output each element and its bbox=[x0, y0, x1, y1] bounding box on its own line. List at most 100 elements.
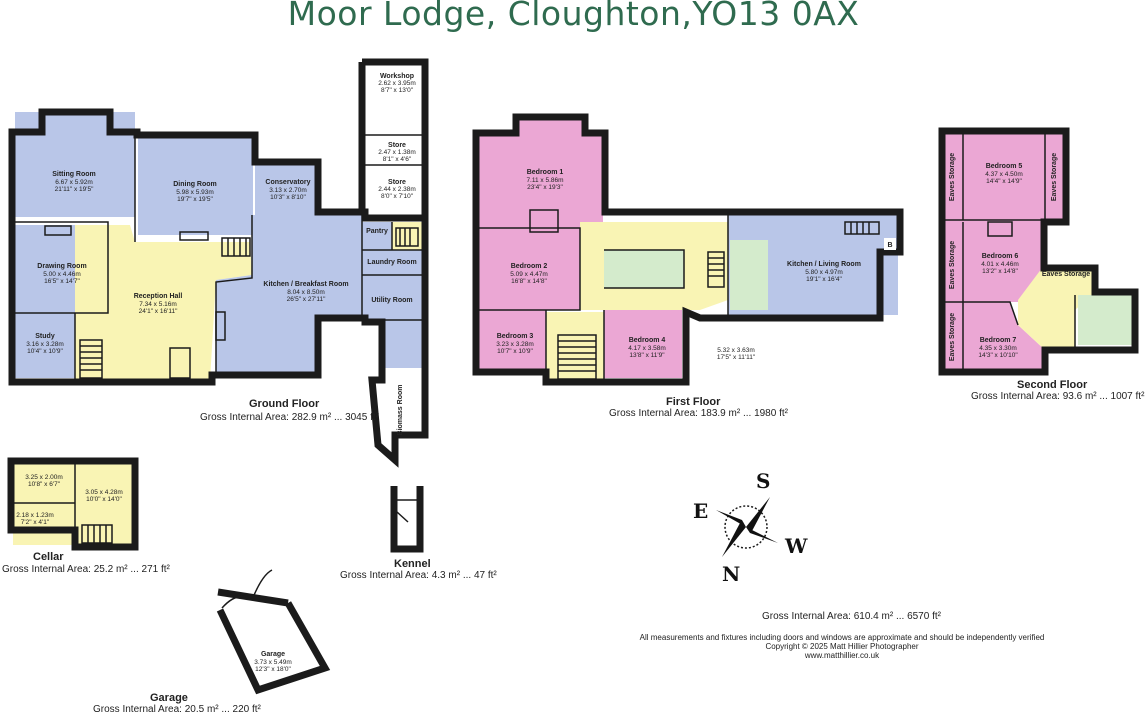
compass-south: S bbox=[756, 469, 770, 493]
sitting-room-size-ft: 21'11" x 19'5" bbox=[55, 186, 94, 193]
eaves-storage-label: Eaves Storage bbox=[949, 313, 956, 361]
bedroom-7-size: 4.35 x 3.30m bbox=[979, 345, 1017, 352]
dining-room-size-ft: 19'7" x 19'5" bbox=[177, 196, 213, 203]
boiler-label: B bbox=[887, 242, 892, 249]
utility-label: Utility Room bbox=[371, 297, 412, 304]
annex-size-ft: 17'5" x 11'11" bbox=[717, 354, 756, 361]
conservatory-size-ft: 10'3" x 8'10" bbox=[270, 194, 306, 201]
bedroom-3-size-ft: 10'7" x 10'9" bbox=[497, 348, 533, 355]
reception-hall-area bbox=[75, 225, 252, 380]
sitting-room-label: Sitting Room bbox=[52, 171, 96, 178]
cellar-steps bbox=[87, 525, 107, 543]
dining-room-size: 5.98 x 5.93m bbox=[176, 189, 214, 196]
conservatory-label: Conservatory bbox=[265, 179, 310, 186]
utility-area bbox=[362, 275, 422, 320]
boiler-box bbox=[884, 238, 896, 250]
conservatory-size: 3.13 x 2.70m bbox=[269, 187, 307, 194]
outbuilding-partitions bbox=[365, 134, 422, 166]
bedroom-3-size: 3.23 x 3.28m bbox=[496, 341, 534, 348]
drawing-room-size-ft: 16'5" x 14'7" bbox=[44, 278, 80, 285]
bedroom-6-size: 4.01 x 4.46m bbox=[981, 261, 1019, 268]
bedroom-5-size-ft: 14'4" x 14'9" bbox=[986, 178, 1022, 185]
biomass-room-label: Biomass Room bbox=[397, 385, 404, 436]
compass-west: W bbox=[784, 534, 808, 558]
first-floor-area: Gross Internal Area: 183.9 m² ... 1980 f… bbox=[609, 408, 789, 419]
kennel-label: Kennel bbox=[394, 558, 431, 570]
page-title: Moor Lodge, Cloughton,YO13 0AX bbox=[287, 0, 860, 33]
reception-hall-size: 7.34 x 5.16m bbox=[139, 301, 177, 308]
garage-doors bbox=[221, 569, 273, 609]
annex-size: 5.32 x 3.63m bbox=[717, 347, 755, 354]
store-size: 2.44 x 2.38m bbox=[378, 186, 416, 193]
cellar-room-size-ft: 7'2" x 4'1" bbox=[21, 519, 50, 526]
store-label: Store bbox=[388, 179, 406, 186]
fireplace bbox=[44, 225, 72, 236]
bedroom-6-area bbox=[944, 220, 1042, 302]
dining-room-label: Dining Room bbox=[173, 181, 217, 188]
bedroom-2-size-ft: 16'8" x 14'8" bbox=[511, 278, 547, 285]
garage-area bbox=[218, 592, 325, 690]
bedroom-5-area bbox=[944, 133, 1064, 220]
website: www.matthillier.co.uk bbox=[804, 651, 880, 660]
bedroom-7-size-ft: 14'3" x 10'10" bbox=[978, 352, 1018, 359]
store-label: Store bbox=[388, 142, 406, 149]
bedroom-6-label: Bedroom 6 bbox=[982, 253, 1019, 260]
second-outer-wall bbox=[938, 127, 1139, 376]
cellar-room-size-ft: 10'8" x 6'7" bbox=[28, 481, 61, 488]
chimney-breast bbox=[529, 209, 559, 233]
garage-plan: Garage 3.73 x 5.49m 12'3" x 18'0" Garage… bbox=[93, 569, 331, 715]
bedroom-1-area bbox=[478, 118, 603, 228]
kitchen-living-label: Kitchen / Living Room bbox=[787, 261, 861, 268]
cellar-room-size-ft: 10'0" x 14'0" bbox=[86, 496, 122, 503]
ground-floor-plan: Sitting Room 6.67 x 5.92m 21'11" x 19'5"… bbox=[8, 58, 429, 468]
store-size-ft: 8'1" x 4'6" bbox=[383, 156, 412, 163]
bedroom-5-label: Bedroom 5 bbox=[986, 163, 1023, 170]
laundry-area bbox=[362, 250, 422, 275]
kitchen-living-size-ft: 19'1" x 16'4" bbox=[806, 276, 842, 283]
bedroom-1-size: 7.11 x 5.86m bbox=[526, 177, 563, 184]
bedroom-5-size: 4.37 x 4.50m bbox=[985, 171, 1023, 178]
kennel-area: Gross Internal Area: 4.3 m² ... 47 ft² bbox=[340, 570, 497, 581]
garage-room-size-ft: 12'3" x 18'0" bbox=[255, 666, 291, 673]
kitchen-label: Kitchen / Breakfast Room bbox=[263, 281, 348, 288]
study-size-ft: 10'4" x 10'9" bbox=[27, 348, 63, 355]
bedroom-3-area bbox=[478, 310, 546, 370]
bedroom-2-label: Bedroom 2 bbox=[511, 263, 548, 270]
cellar-area-text: Gross Internal Area: 25.2 m² ... 271 ft² bbox=[2, 564, 171, 575]
laundry-label: Laundry Room bbox=[367, 259, 416, 266]
reception-hall-label: Reception Hall bbox=[134, 293, 183, 300]
garage-label: Garage bbox=[150, 692, 188, 704]
study-area bbox=[15, 313, 75, 378]
shower-area bbox=[382, 320, 422, 368]
second-partitions bbox=[944, 133, 1076, 370]
kitchen-living-size: 5.80 x 4.97m bbox=[805, 269, 843, 276]
study-label: Study bbox=[35, 333, 55, 340]
bedroom-4-area bbox=[604, 310, 682, 378]
outbuilding-wall bbox=[358, 58, 429, 218]
cellar-plan: 3.25 x 2.00m 10'8" x 6'7" 3.05 x 4.28m 1… bbox=[2, 457, 171, 575]
garage-room-label: Garage bbox=[261, 651, 285, 658]
first-floor-label: First Floor bbox=[666, 396, 721, 408]
bedroom-2-size: 5.09 x 4.47m bbox=[510, 271, 548, 278]
first-stairs bbox=[557, 221, 880, 380]
compass-needle bbox=[716, 510, 746, 527]
conservatory-area bbox=[255, 162, 317, 217]
second-bathroom-area bbox=[1078, 295, 1133, 345]
bedroom-4-size-ft: 13'8" x 11'9" bbox=[629, 352, 665, 359]
study-size: 3.16 x 3.28m bbox=[26, 341, 64, 348]
cellar-wall bbox=[7, 457, 139, 551]
kitchen-size-ft: 26'5" x 27'11" bbox=[287, 296, 326, 303]
wc bbox=[169, 347, 191, 379]
bedroom-7-area bbox=[944, 302, 1045, 370]
cellar-room-size: 3.25 x 2.00m bbox=[25, 474, 63, 481]
garage-area-text: Gross Internal Area: 20.5 m² ... 220 ft² bbox=[93, 704, 262, 715]
pantry-area bbox=[362, 222, 392, 250]
eaves-storage-label: Eaves Storage bbox=[949, 153, 956, 201]
bedroom-2-area bbox=[478, 228, 580, 310]
first-outer-wall bbox=[472, 113, 904, 386]
first-partitions bbox=[478, 212, 729, 380]
pantry-label: Pantry bbox=[366, 228, 388, 235]
bedroom-3-label: Bedroom 3 bbox=[497, 333, 534, 340]
compass-needle bbox=[746, 527, 778, 543]
store-size: 2.47 x 1.38m bbox=[378, 149, 416, 156]
